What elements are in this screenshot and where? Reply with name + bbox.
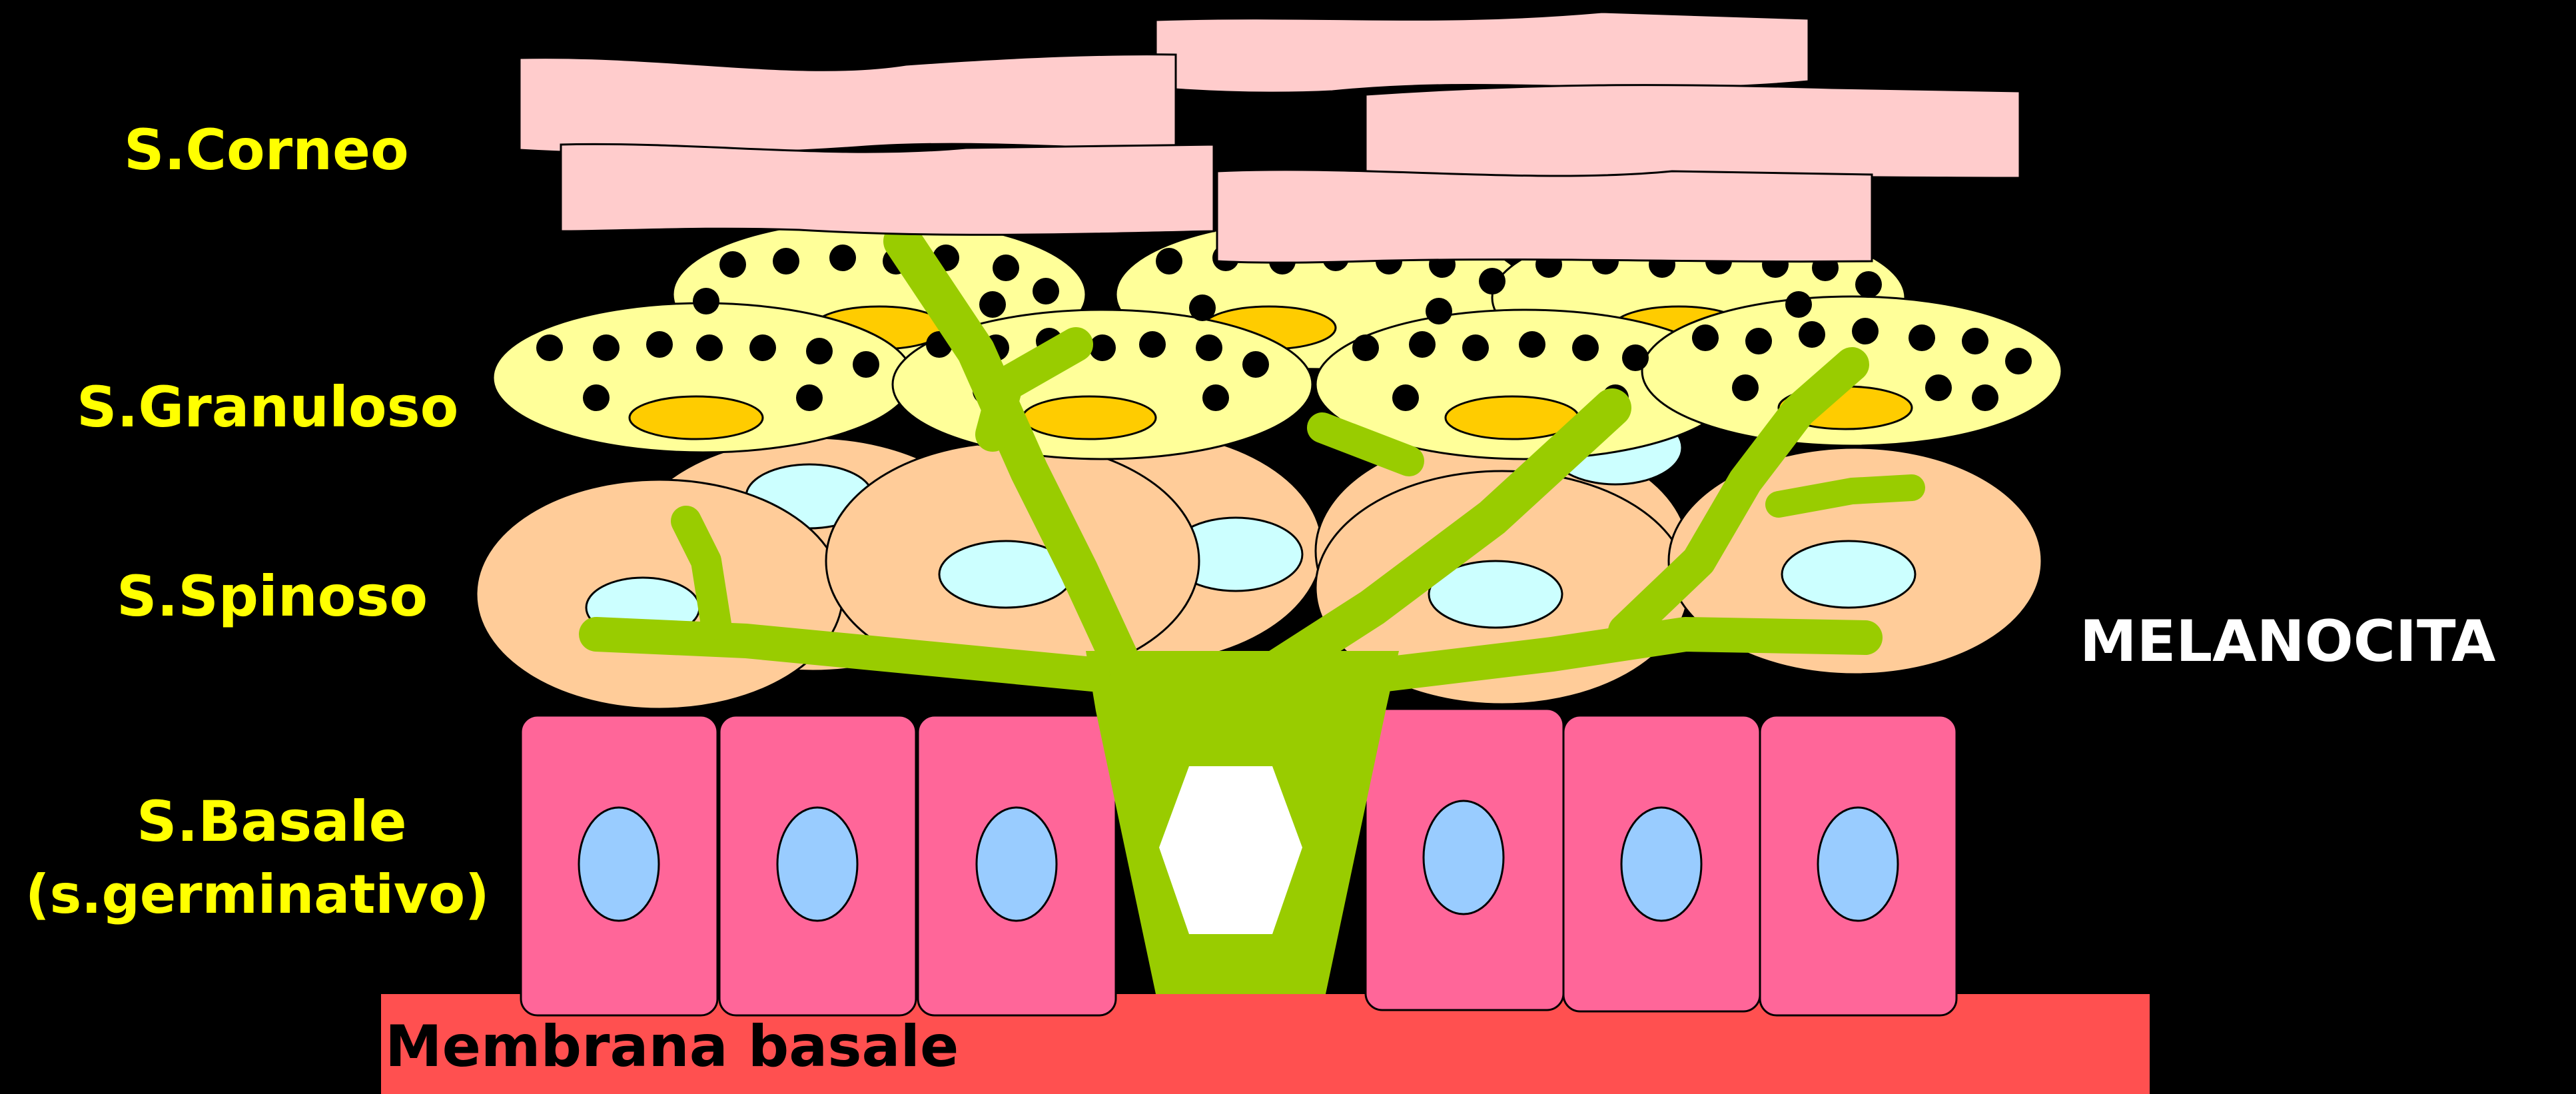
granular-cell xyxy=(493,303,913,452)
label-stratum-germinativum: (s.germinativo) xyxy=(25,863,490,925)
melanocyte-nucleus xyxy=(1159,766,1302,934)
corneocyte xyxy=(561,144,1214,235)
basal-cell xyxy=(1563,716,1760,1011)
basal-cell xyxy=(719,716,916,1015)
basal-cell xyxy=(918,716,1116,1015)
label-basement-membrane: Membrana basale xyxy=(385,1013,959,1080)
basal-cell xyxy=(1366,709,1563,1010)
label-melanocyte: MELANOCITA xyxy=(2080,608,2496,675)
basal-cell xyxy=(521,716,717,1015)
label-stratum-spinosum: S.Spinoso xyxy=(117,564,428,629)
melanocyte-dendrite xyxy=(1779,488,1912,504)
label-stratum-granulosum: S.Granuloso xyxy=(77,374,458,440)
corneocyte xyxy=(520,55,1176,154)
label-stratum-basale: S.Basale xyxy=(137,789,407,854)
corneocyte xyxy=(1366,85,2020,179)
spinous-cell xyxy=(476,480,843,709)
corneocyte xyxy=(1156,12,1809,93)
basal-cell xyxy=(1760,716,1956,1015)
label-stratum-corneum: S.Corneo xyxy=(124,117,409,183)
corneocyte xyxy=(1217,170,1872,263)
